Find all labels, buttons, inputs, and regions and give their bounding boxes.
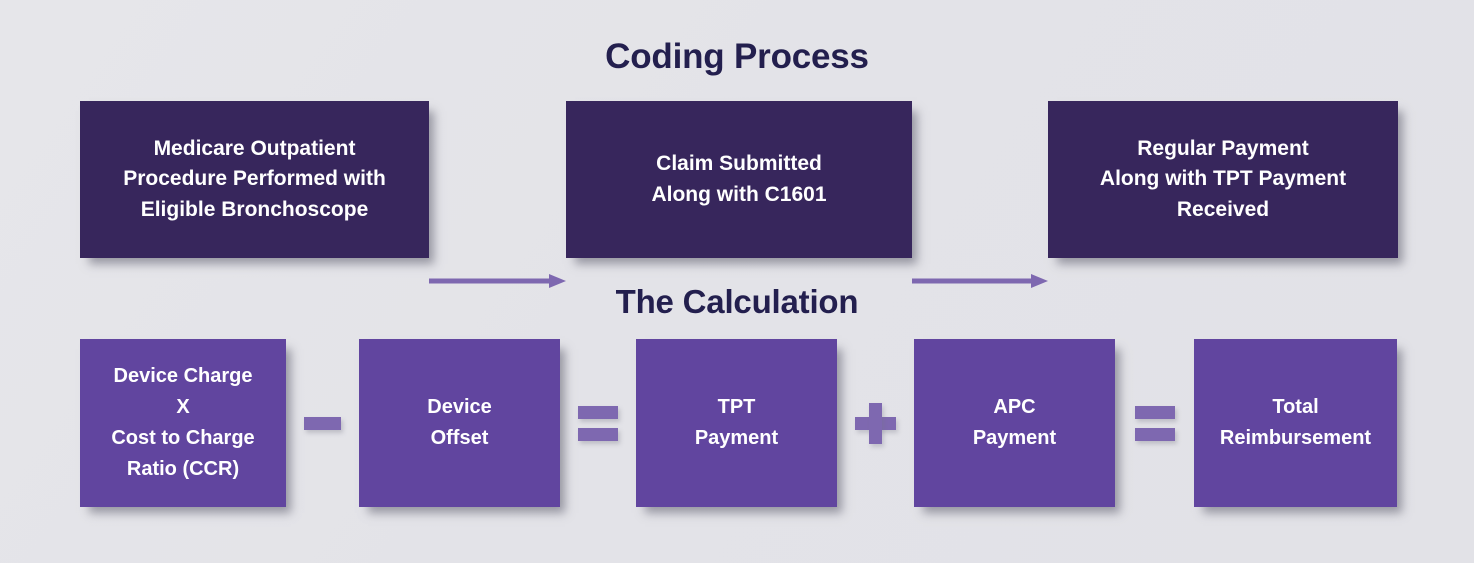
calc-box-label: Device Charge X Cost to Charge Ratio (CC… (111, 365, 255, 480)
process-box-label: Regular Payment Along with TPT Payment R… (1099, 136, 1347, 221)
calc-box-device-offset: Device Offset (359, 339, 560, 507)
operator-equals-second (1115, 339, 1194, 507)
operator-plus (837, 339, 914, 507)
arrow-right-icon (912, 274, 1048, 288)
calculation-row: Device Charge X Cost to Charge Ratio (CC… (0, 339, 1474, 507)
calc-box-device-charge-ccr: Device Charge X Cost to Charge Ratio (CC… (80, 339, 286, 507)
operator-equals-first (560, 339, 636, 507)
plus-icon (855, 402, 896, 444)
section-title-the-calculation: The Calculation (615, 283, 859, 320)
calc-box-label: TPT Payment (694, 396, 779, 449)
calc-box-label: Device Offset (427, 396, 492, 449)
process-box-label: Claim Submitted Along with C1601 (651, 152, 827, 206)
operator-minus (286, 339, 359, 507)
process-box-label: Medicare Outpatient Procedure Performed … (123, 136, 386, 221)
minus-icon (304, 416, 341, 430)
calc-box-apc-payment: APC Payment (914, 339, 1115, 507)
coding-process-row: Medicare Outpatient Procedure Performed … (0, 101, 1474, 288)
process-box-medicare-outpatient: Medicare Outpatient Procedure Performed … (80, 101, 429, 258)
equals-icon (578, 405, 618, 441)
process-box-claim-submitted: Claim Submitted Along with C1601 (566, 101, 912, 258)
section-title-coding-process: Coding Process (605, 37, 869, 76)
calc-box-label: Total Reimbursement (1219, 396, 1372, 449)
calc-box-tpt-payment: TPT Payment (636, 339, 837, 507)
calc-box-total-reimbursement: Total Reimbursement (1194, 339, 1397, 507)
calc-box-label: APC Payment (972, 396, 1057, 449)
equals-icon (1134, 405, 1175, 441)
arrow-right-icon (429, 274, 566, 288)
process-box-regular-payment: Regular Payment Along with TPT Payment R… (1048, 101, 1398, 258)
